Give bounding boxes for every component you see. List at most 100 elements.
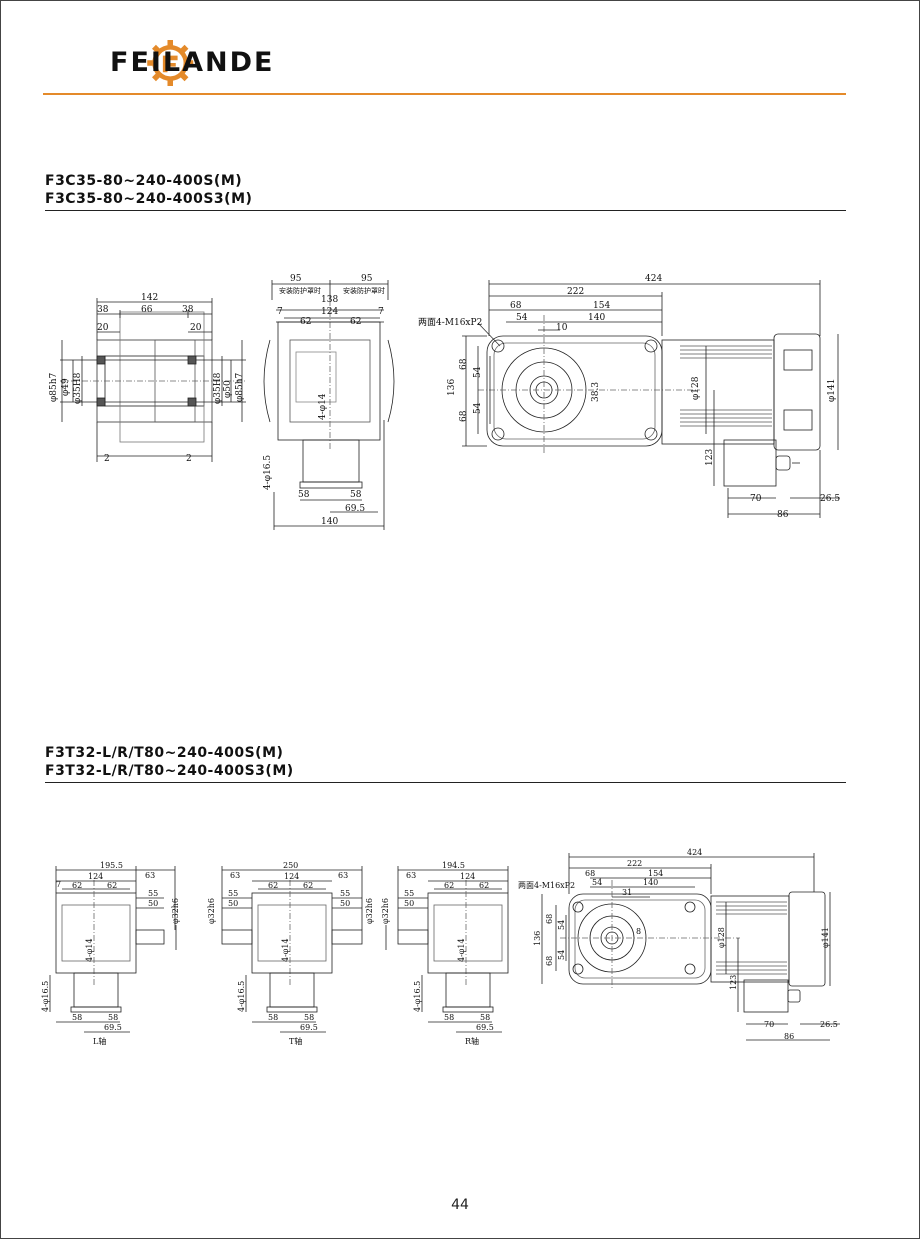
s1-motor-motor-len: 154 <box>593 301 610 311</box>
s2-motor-d140: 140 <box>643 878 658 887</box>
s1-motor-flange: φ141 <box>827 379 837 402</box>
s1-motor-thread: 两面4-M16xP2 <box>418 317 482 328</box>
s2-r-b2: 58 <box>480 1013 490 1022</box>
s1-motor-box-w: 70 <box>750 494 762 504</box>
s2-motor-h3: 136 <box>533 931 542 946</box>
s1-front-cover-right: 安装防护罩时 <box>343 286 385 295</box>
s2-motor-view <box>541 853 840 1041</box>
s2-motor-h4: 68 <box>545 956 554 966</box>
s1-side-dia-6: φ85h7 <box>235 372 245 402</box>
s2-r-extra: 63 <box>406 871 416 880</box>
s1-side-inner-a: 20 <box>97 323 109 333</box>
s1-front-edge-a: 7 <box>277 307 283 317</box>
s2-motor-thread: 两面4-M16xP2 <box>518 881 575 890</box>
s2-t-b2: 58 <box>304 1013 314 1022</box>
s1-motor-view <box>462 280 840 518</box>
s2-motor-center: 8 <box>636 927 641 936</box>
s2-view-r <box>385 866 509 1033</box>
s2-motor-h1: 68 <box>545 914 554 924</box>
s1-side-dia-4: φ35H8 <box>213 372 223 404</box>
s2-motor-h2: 54 <box>557 920 566 930</box>
s2-r-half-b: 62 <box>479 881 489 890</box>
s1-motor-center: 38.3 <box>591 382 601 402</box>
s1-front-half-right: 95 <box>361 274 373 284</box>
s1-motor-h4: 68 <box>459 410 469 422</box>
s1-motor-d140: 140 <box>588 313 605 323</box>
s2-r-hole: 4-φ14 <box>457 938 466 962</box>
s1-front-half-left: 95 <box>290 274 302 284</box>
s2-r-shaft-dia: φ32h6 <box>381 898 390 924</box>
s2-t-shaft-b: 50 <box>228 899 238 908</box>
s2-motor-dia: φ128 <box>717 927 726 948</box>
s1-side-overall: 142 <box>141 293 158 303</box>
section1-title-2: F3C35-80~240-400S3(M) <box>45 191 253 207</box>
s2-t-caption: T轴 <box>289 1036 302 1046</box>
s2-l-b2: 58 <box>108 1013 118 1022</box>
s2-t-overall: 250 <box>283 861 298 870</box>
s2-l-b3: 69.5 <box>104 1023 122 1032</box>
s2-l-foot: 4-φ16.5 <box>41 981 50 1012</box>
s1-motor-h5: 54 <box>473 402 483 414</box>
s2-motor-flange: φ141 <box>821 927 830 948</box>
s1-front-half-a: 62 <box>300 317 311 327</box>
s2-motor-d54: 54 <box>592 878 602 887</box>
s1-side-dim-a: 38 <box>97 305 109 315</box>
s2-motor-box-h: 123 <box>729 975 738 990</box>
s2-r-half-a: 62 <box>444 881 454 890</box>
s2-t-shaft-d: 50 <box>340 899 350 908</box>
s1-side-inner-b: 20 <box>190 323 202 333</box>
header-rule <box>43 93 846 95</box>
s1-front-edge-b: 7 <box>378 307 384 317</box>
s1-motor-offset: 68 <box>510 301 522 311</box>
s1-side-dia-2: φ49 <box>61 378 71 396</box>
s2-t-b3: 69.5 <box>300 1023 318 1032</box>
s2-l-caption: L轴 <box>93 1036 106 1046</box>
s2-motor-h5: 54 <box>557 950 566 960</box>
s2-l-bolt: 124 <box>88 872 103 881</box>
s2-r-shaft-b: 50 <box>404 899 414 908</box>
s1-front-bolt-span: 124 <box>321 307 338 317</box>
s2-l-b1: 58 <box>72 1013 82 1022</box>
page-number: 44 <box>451 1197 469 1213</box>
s1-front-total: 138 <box>321 295 338 305</box>
s2-motor-box-off: 26.5 <box>820 1020 838 1029</box>
s1-front-hole: 4-φ14 <box>318 393 328 420</box>
s2-t-half-b: 62 <box>303 881 313 890</box>
s2-t-shaft-dia-l: φ32h6 <box>207 898 216 924</box>
section1-rule <box>45 210 846 211</box>
s1-motor-h2: 54 <box>473 366 483 378</box>
s2-r-overall: 194.5 <box>442 861 465 870</box>
s2-r-shaft-a: 55 <box>404 889 414 898</box>
section2-title-2: F3T32-L/R/T80~240-400S3(M) <box>45 763 294 779</box>
s1-motor-gear-len: 222 <box>567 287 584 297</box>
s2-view-l <box>49 866 177 1033</box>
s1-motor-h1: 68 <box>459 358 469 370</box>
s2-l-edge: 7 <box>56 880 61 889</box>
s2-t-extra-l: 63 <box>230 871 240 880</box>
s2-l-hole: 4-φ14 <box>85 938 94 962</box>
s2-l-shaft-b: 50 <box>148 899 158 908</box>
s2-motor-box-w: 70 <box>764 1020 774 1029</box>
s1-front-b2: 58 <box>350 490 362 500</box>
gear-logo-icon <box>147 40 194 86</box>
s2-l-overall: 195.5 <box>100 861 123 870</box>
s2-motor-motor: 154 <box>648 869 663 878</box>
s1-motor-dia: φ128 <box>691 376 701 400</box>
s2-l-half-b: 62 <box>107 881 117 890</box>
s2-t-b1: 58 <box>268 1013 278 1022</box>
s2-motor-d31: 31 <box>622 888 632 897</box>
s1-front-b3: 69.5 <box>345 504 365 514</box>
s1-front-foot-hole: 4-φ16.5 <box>263 455 273 490</box>
s2-l-half-a: 62 <box>72 881 82 890</box>
s2-l-shaft-a: 55 <box>148 889 158 898</box>
s2-t-foot: 4-φ16.5 <box>237 981 246 1012</box>
s1-motor-box-span: 86 <box>777 510 789 520</box>
s1-motor-box-h: 123 <box>705 449 715 466</box>
s2-t-half-a: 62 <box>268 881 278 890</box>
s1-motor-d54: 54 <box>516 313 528 323</box>
s1-side-view <box>60 298 246 462</box>
